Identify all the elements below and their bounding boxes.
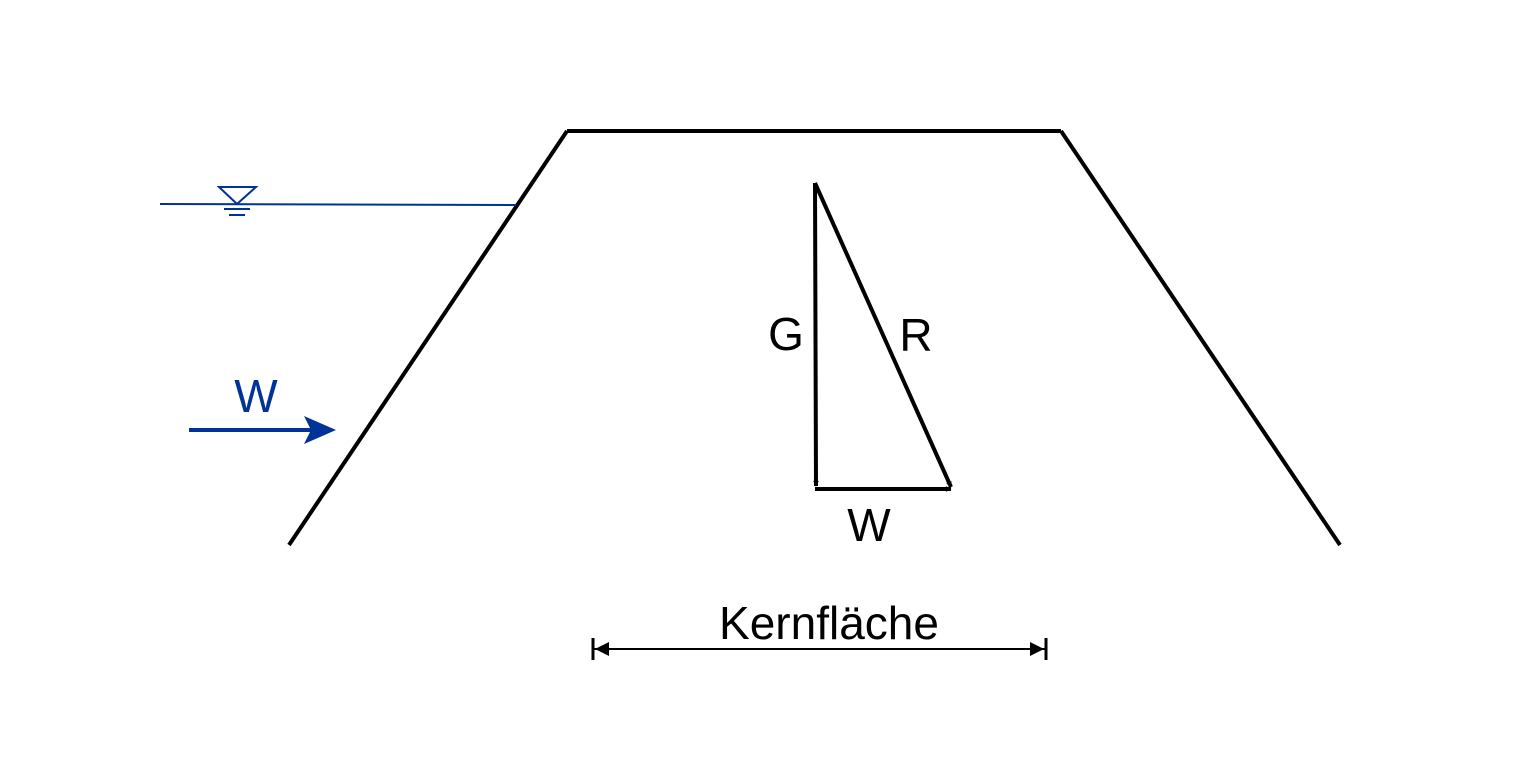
core-area-label: Kernfläche [719, 597, 939, 649]
embankment-outline [287, 129, 1342, 547]
water-pressure-arrow [189, 416, 336, 444]
water-surface-line [159, 203, 517, 206]
force-triangle [812, 182, 953, 492]
embankment-right-slope [1059, 129, 1342, 547]
weight-vector [812, 182, 819, 487]
resultant-vector [813, 182, 953, 488]
water-level [159, 186, 517, 216]
horizontal-force-label: W [847, 499, 891, 551]
water-force-label: W [234, 370, 278, 422]
core-area-right-arrowhead [1030, 642, 1044, 656]
weight-label: G [768, 308, 804, 360]
resultant-label: R [899, 309, 932, 361]
embankment-left-slope [287, 129, 569, 547]
core-area-dimension [591, 638, 1048, 660]
water-pressure-arrow-head [304, 416, 336, 444]
core-area-left-arrowhead [595, 642, 609, 656]
water-level-triangle-icon [216, 186, 259, 216]
